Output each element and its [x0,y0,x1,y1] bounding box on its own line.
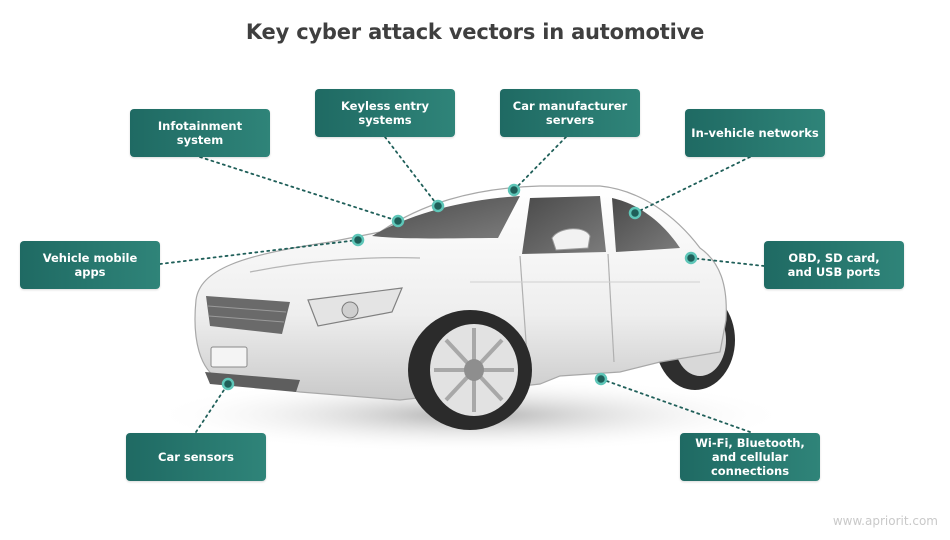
front-grille [206,296,290,334]
connector-infotainment [199,156,399,222]
connector-obd [690,257,765,267]
connector-wireless [600,378,751,433]
vector-manufacturer-servers: Car manufacturer servers [500,89,640,137]
connector-keyless [384,136,439,207]
dot-mobile-apps [351,233,365,247]
dot-sensors [221,377,235,391]
vector-wireless-connections: Wi-Fi, Bluetooth, and cellular connectio… [680,433,820,481]
license-plate [210,346,248,368]
connector-servers [513,136,567,191]
connector-in-vehicle [634,156,751,214]
dot-keyless [431,199,445,213]
vector-infotainment-system: Infotainment system [130,109,270,157]
vector-keyless-entry: Keyless entry systems [315,89,455,137]
connector-lines [159,136,765,433]
diagram-title: Key cyber attack vectors in automotive [245,20,705,44]
vector-car-sensors: Car sensors [126,433,266,481]
dot-infotainment [391,214,405,228]
vector-obd-ports: OBD, SD card, and USB ports [764,241,904,289]
side-mirror [551,228,591,251]
dot-obd [684,251,698,265]
vector-in-vehicle-networks: In-vehicle networks [685,109,825,157]
vector-mobile-apps: Vehicle mobile apps [20,241,160,289]
dot-wireless [594,372,608,386]
windshield [372,196,520,239]
dot-servers [507,183,521,197]
connection-dots [221,183,698,391]
front-wheel [408,310,532,430]
dot-in-vehicle [628,206,642,220]
watermark: www.apriorit.com [832,514,938,528]
connector-sensors [195,383,229,433]
